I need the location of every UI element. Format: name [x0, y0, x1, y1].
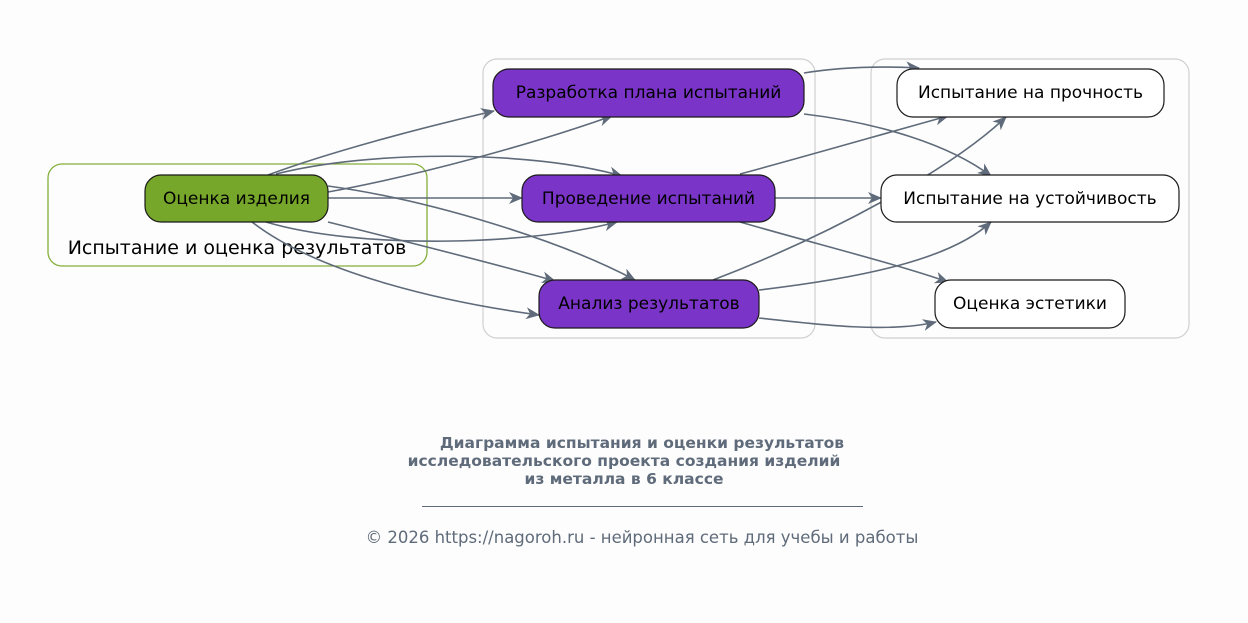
title-line-1: Диаграмма испытания и оценки результатов	[439, 434, 845, 452]
node-provedenie-ispytaniy[interactable]: Проведение испытаний	[521, 174, 776, 223]
node-shape	[880, 174, 1180, 223]
edge-razrab-ustoi	[803, 113, 992, 177]
node-label: Оценка изделия	[163, 189, 310, 209]
node-label: Оценка эстетики	[953, 294, 1107, 314]
edge-ocenka-proved-top	[275, 155, 623, 179]
cluster-label: Испытание и оценка результатов	[68, 237, 407, 259]
node-label: Испытание на устойчивость	[903, 189, 1156, 209]
node-label: Разработка плана испытаний	[516, 83, 782, 103]
edge-ocenka-analiz-2	[327, 221, 556, 284]
cluster-testing-and-evaluation: Испытание и оценка результатов	[47, 163, 428, 267]
edge-razrab-prochn	[803, 61, 920, 74]
edge-ocenka-analiz-3	[251, 221, 540, 320]
edge-analiz-ustoi	[758, 221, 992, 291]
node-ispytanie-prochnost[interactable]: Испытание на прочность	[896, 68, 1165, 118]
node-label: Анализ результатов	[558, 294, 739, 314]
node-razrabotka-plana[interactable]: Разработка плана испытаний	[492, 68, 805, 118]
node-shape	[896, 68, 1165, 118]
edge-ocenka-analiz-1	[327, 185, 636, 281]
node-shape	[144, 174, 329, 223]
node-label: Проведение испытаний	[542, 189, 755, 209]
node-analiz-rezultatov[interactable]: Анализ результатов	[538, 279, 760, 329]
node-ocenka-izdeliya[interactable]: Оценка изделия	[144, 174, 329, 223]
node-ispytanie-ustoichivost[interactable]: Испытание на устойчивость	[880, 174, 1180, 223]
edge-ocenka-razrab-2	[327, 114, 613, 193]
node-shape	[538, 279, 760, 329]
cluster-border	[47, 163, 428, 267]
title-line-3: из металла в 6 классе	[524, 470, 724, 488]
edge-proved-prochn	[739, 113, 949, 175]
divider-rule	[422, 506, 863, 507]
edge-proved-estet	[739, 221, 949, 284]
node-shape	[521, 174, 776, 223]
edges	[251, 61, 1007, 331]
edge-ocenka-proved-bottom	[265, 219, 618, 242]
diagram-title: Диаграмма испытания и оценки результатов…	[0, 434, 1248, 488]
copyright-footer: © 2026 https://nagoroh.ru - нейронная се…	[365, 528, 919, 547]
edge-ocenka-razrab-1	[267, 108, 495, 176]
node-label: Испытание на прочность	[918, 83, 1143, 103]
title-line-2: исследовательского проекта создания изде…	[407, 452, 841, 470]
node-shape	[492, 68, 805, 118]
node-ocenka-estetiki[interactable]: Оценка эстетики	[934, 279, 1126, 329]
node-shape	[934, 279, 1126, 329]
edge-analiz-estet	[758, 317, 937, 331]
